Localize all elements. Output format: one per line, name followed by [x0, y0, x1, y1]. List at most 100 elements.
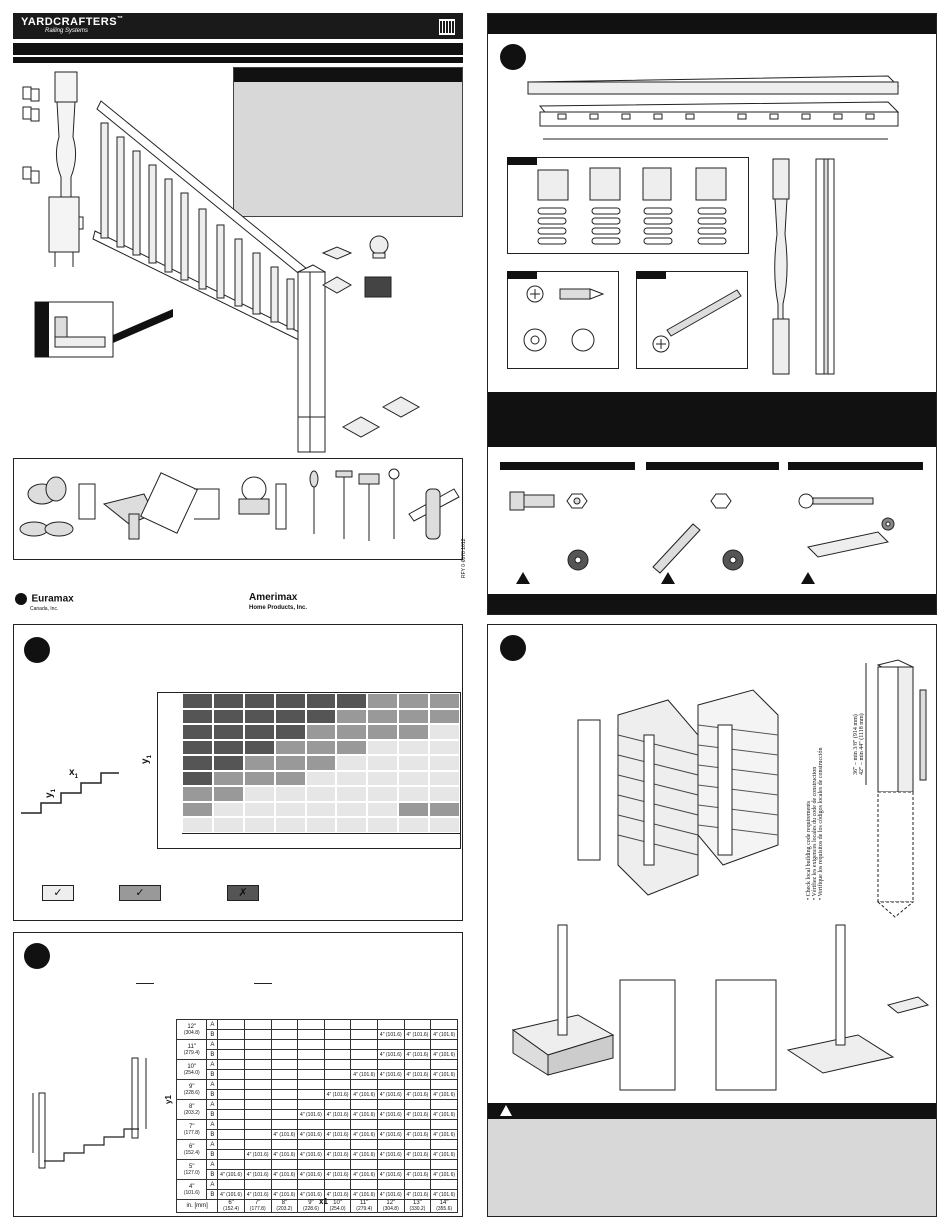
x-header-cell: 13"(330.2) [403, 1199, 432, 1213]
shade-cell [212, 817, 244, 833]
row-header-in: 11" [187, 1043, 196, 1050]
shade-cell [274, 693, 306, 709]
row-header-in: 5" [189, 1163, 195, 1170]
shade-cell [182, 786, 213, 802]
shade-cell [305, 724, 337, 740]
shade-cell [274, 770, 306, 787]
x1-letter: x [69, 767, 75, 778]
y1-axis-label: y1 [140, 755, 153, 764]
row-header-mm: (152.4) [183, 1149, 200, 1156]
row-ab-label: A [206, 1019, 219, 1030]
table-cell: 4" (101.6) [350, 1109, 379, 1120]
shade-cell [336, 770, 368, 787]
table-cell: 4" (101.6) [297, 1109, 325, 1120]
shade-cell [243, 724, 275, 740]
row-ab-label: A [206, 1119, 219, 1130]
x-header-mm: (152.4) [223, 1206, 239, 1212]
table-cell [243, 1089, 272, 1100]
floor-mount-illustration [511, 924, 930, 1091]
y1-subscript: 1 [50, 789, 57, 793]
table-row: 9"(228.6)A [175, 1079, 458, 1100]
table-cell [350, 1029, 379, 1040]
table-cell: 4" (101.6) [377, 1189, 405, 1200]
table-cell [403, 1159, 432, 1170]
table-cell [270, 1179, 299, 1190]
x-header-mm: (355.6) [436, 1206, 453, 1212]
step-1-badge [24, 637, 50, 663]
table-row: 12"(304.8)A [175, 1019, 458, 1040]
x-header-in: 9" [308, 1200, 314, 1206]
shade-cell [336, 801, 368, 818]
shade-cell [212, 724, 244, 740]
table-header-row: in. [mm]6"(152.4)7"(177.8)8"(203.2)9"(22… [175, 1199, 458, 1213]
shade-cell [367, 770, 399, 787]
table-cell [350, 1059, 379, 1070]
row-header-y: 6"(152.4) [175, 1139, 208, 1160]
table-cell [270, 1099, 299, 1110]
y1-letter: y [43, 792, 55, 798]
row-ab-label: B [206, 1029, 219, 1040]
table-cell [377, 1139, 405, 1150]
table-cell: 4" (101.6) [403, 1089, 432, 1100]
y1-axis-label-2: y1 [164, 1095, 173, 1104]
x-header-cell: 8"(203.2) [270, 1199, 299, 1213]
step1-panel: x1 y1 y1 ✓ ✓ ✗ [13, 624, 463, 921]
table-cell: 4" (101.6) [217, 1189, 245, 1200]
rails-illustration [526, 75, 900, 140]
table-cell [350, 1159, 379, 1170]
table-cell: 4" (101.6) [403, 1169, 432, 1180]
install-panel: 36" – min 3/8" (914 mm) 42" – min 44" (1… [487, 624, 937, 1217]
table-cell [403, 1079, 432, 1090]
brackets-illustration [537, 167, 727, 245]
shade-cell [367, 817, 399, 833]
shade-cell [212, 739, 244, 756]
table-cell: 4" (101.6) [350, 1169, 379, 1180]
table-cell [270, 1069, 299, 1080]
shade-cell [398, 693, 430, 709]
row-header-in: 8" [189, 1103, 195, 1110]
table-cell: 4" (101.6) [430, 1129, 458, 1140]
table-cell [403, 1179, 432, 1190]
table-cell: 4" (101.6) [403, 1029, 432, 1040]
table-cell [377, 1159, 405, 1170]
table-cell [217, 1179, 245, 1190]
table-cell [403, 1099, 432, 1110]
table-cell: 4" (101.6) [323, 1149, 352, 1160]
hardware-illustration [509, 491, 895, 574]
table-cell [403, 1019, 432, 1030]
table-cell [430, 1079, 458, 1090]
table-cell: 4" (101.6) [430, 1169, 458, 1180]
table-cell [350, 1079, 379, 1090]
globe-icon [15, 592, 27, 605]
row-ab-label: A [206, 1039, 219, 1050]
row-ab-label: B [206, 1109, 219, 1120]
table-cell [430, 1179, 458, 1190]
code-note-3: • Verifique los requisitos de los código… [818, 747, 824, 900]
amerimax-sub: Home Products, Inc. [249, 605, 308, 611]
table-cell [270, 1119, 299, 1130]
x-header-cell: 11"(279.4) [350, 1199, 379, 1213]
table-cell [217, 1059, 245, 1070]
table-cell: 4" (101.6) [430, 1089, 458, 1100]
table-cell [377, 1119, 405, 1130]
amerimax-logo: Amerimax Home Products, Inc. [249, 587, 307, 611]
table-cell [323, 1119, 352, 1130]
tools-box [13, 458, 463, 560]
x-header-cell: 12"(304.8) [377, 1199, 405, 1213]
shade-cell [398, 739, 430, 756]
table-cell: 4" (101.6) [377, 1149, 405, 1160]
shade-cell [336, 786, 368, 802]
table-cell [270, 1039, 299, 1050]
table-cell [217, 1049, 245, 1060]
table-cell [297, 1059, 325, 1070]
table-row: 7"(177.8)A [175, 1119, 458, 1140]
shade-cell [336, 739, 368, 756]
table-cell [243, 1019, 272, 1030]
y1-axis-letter: y [139, 758, 151, 764]
warning-icon-2 [661, 572, 675, 584]
title-bar-1 [13, 43, 463, 55]
